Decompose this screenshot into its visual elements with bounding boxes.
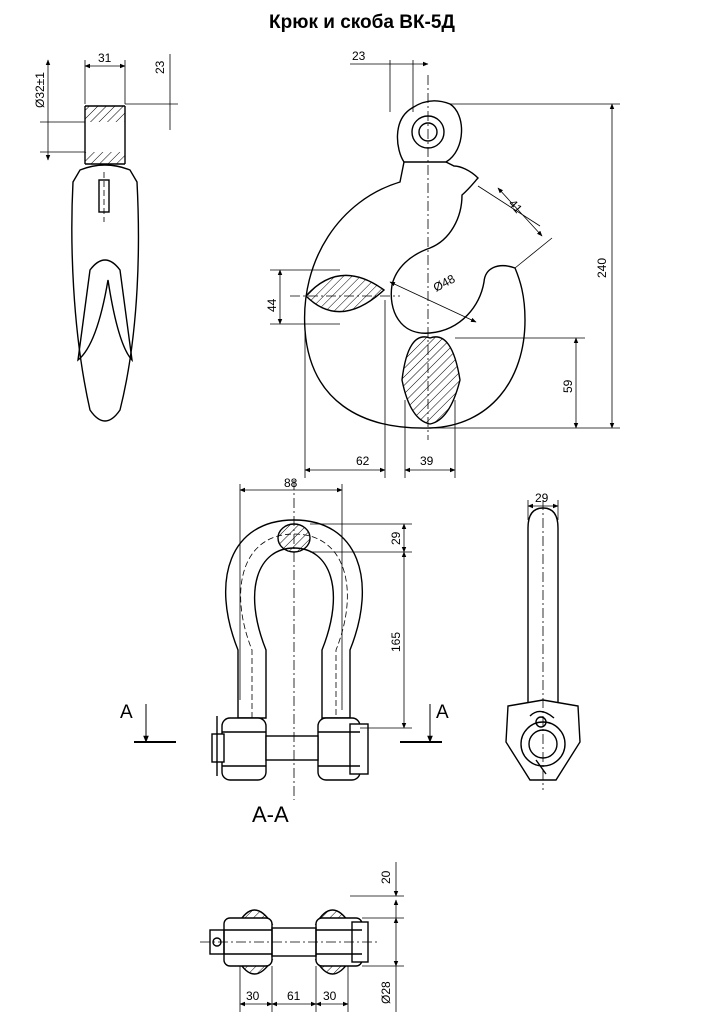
shackle-front-view (134, 480, 442, 800)
section-mark-right: A (436, 702, 449, 723)
dim-shackle-width: 88 (284, 476, 298, 490)
dim-hook-throat-dia: Ø48 (431, 271, 458, 294)
dim-hook-eye-offset: 23 (352, 49, 366, 63)
dim-hook-section-bottom: 59 (561, 379, 575, 393)
dim-hook-right-width: 39 (420, 454, 434, 468)
drawing-title: Крюк и скоба ВК-5Д (269, 12, 455, 33)
dim-section-top: 20 (379, 870, 393, 884)
dim-section-right: 30 (323, 989, 337, 1003)
dim-hook-eye-dia: Ø32±1 (33, 72, 47, 108)
dim-shackle-height: 165 (389, 632, 403, 652)
dim-section-pin-dia: Ø28 (379, 981, 393, 1004)
hook-side-view (40, 54, 178, 422)
section-view (200, 862, 404, 1012)
shackle-side-view (505, 500, 581, 790)
hook-front-view (270, 60, 620, 478)
dim-hook-section-left: 44 (265, 298, 279, 312)
dim-hook-left-width: 62 (356, 454, 370, 468)
dim-hook-height: 240 (595, 258, 609, 278)
dim-hook-side-width: 31 (98, 51, 112, 65)
dim-shackle-crown: 29 (389, 531, 403, 545)
section-mark-left: A (120, 702, 133, 723)
section-label: А-А (252, 802, 289, 827)
dim-hook-side-top: 23 (153, 60, 167, 74)
dim-section-left: 30 (246, 989, 260, 1003)
dim-section-middle: 61 (287, 989, 301, 1003)
dim-shackle-side-width: 29 (535, 491, 549, 505)
